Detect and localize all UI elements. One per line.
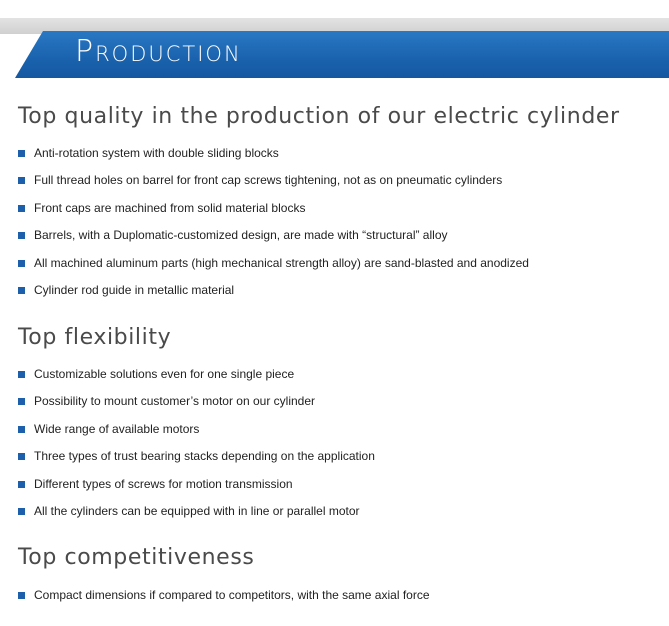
bullet-square-icon: [18, 177, 25, 185]
list-item: Barrels, with a Duplomatic-customized de…: [18, 226, 529, 253]
list-item: All machined aluminum parts (high mechan…: [18, 254, 529, 281]
bullet-square-icon: [18, 507, 25, 515]
bullet-square-icon: [18, 425, 25, 433]
list-item: Cylinder rod guide in metallic material: [18, 281, 529, 308]
bullet-square-icon: [18, 204, 25, 212]
flexibility-list: Customizable solutions even for one sing…: [18, 365, 375, 529]
banner-background-stripe: [0, 18, 669, 34]
bullet-square-icon: [18, 371, 25, 378]
bullet-square-icon: [18, 286, 25, 294]
bullet-square-icon: [18, 232, 25, 240]
list-item: All the cylinders can be equipped with i…: [18, 502, 375, 529]
section-heading-competitiveness: Top competitiveness: [18, 545, 255, 570]
quality-list: Anti-rotation system with double sliding…: [18, 144, 529, 308]
list-item: Customizable solutions even for one sing…: [18, 365, 375, 392]
bullet-square-icon: [18, 453, 25, 461]
bullet-square-icon: [18, 259, 25, 267]
list-item: Full thread holes on barrel for front ca…: [18, 171, 529, 198]
list-item: Anti-rotation system with double sliding…: [18, 144, 529, 171]
list-item: Wide range of available motors: [18, 420, 375, 447]
bullet-square-icon: [18, 150, 25, 157]
competitiveness-list: Compact dimensions if compared to compet…: [18, 586, 430, 613]
bullet-square-icon: [18, 398, 25, 406]
section-heading-flexibility: Top flexibility: [18, 325, 172, 350]
list-item: Front caps are machined from solid mater…: [18, 199, 529, 226]
list-item: Compact dimensions if compared to compet…: [18, 586, 430, 613]
list-item: Three types of trust bearing stacks depe…: [18, 447, 375, 474]
bullet-square-icon: [18, 480, 25, 488]
banner-blue-bar: [15, 31, 669, 78]
banner-title: Production: [75, 34, 242, 69]
list-item: Different types of screws for motion tra…: [18, 475, 375, 502]
section-heading-quality: Top quality in the production of our ele…: [18, 104, 620, 129]
bullet-square-icon: [18, 592, 25, 599]
list-item: Possibility to mount customer’s motor on…: [18, 392, 375, 419]
